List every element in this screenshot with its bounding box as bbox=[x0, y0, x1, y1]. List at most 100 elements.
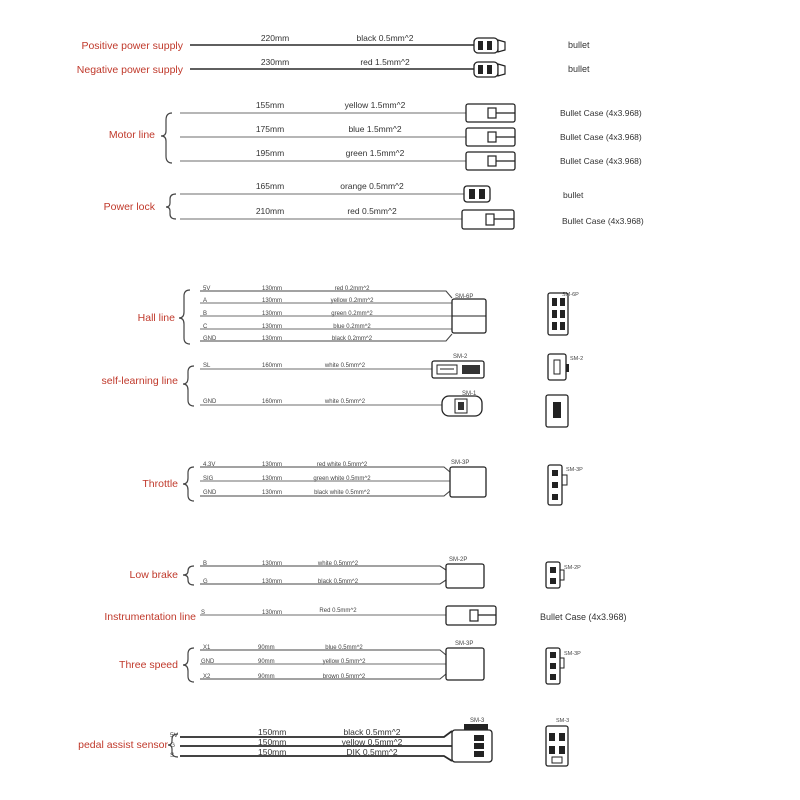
connector-code: SM-3P bbox=[564, 651, 581, 657]
wire-length: 90mm bbox=[258, 645, 275, 651]
connector-code: SM-6P bbox=[562, 292, 579, 298]
connector-code: SM-2 bbox=[453, 354, 468, 360]
wire-length: 130mm bbox=[262, 490, 282, 496]
wire-length: 160mm bbox=[262, 363, 282, 369]
wire-spec: blue 0.2mm^2 bbox=[333, 324, 371, 330]
connector-code: SM-3P bbox=[566, 467, 583, 473]
wire-length: 130mm bbox=[262, 336, 282, 342]
group-positive-power-supply: Positive power supply 220mm black 0.5mm^… bbox=[81, 33, 590, 54]
wire-spec: brown 0.5mm^2 bbox=[323, 674, 366, 680]
group-power-lock: Power lock 165mm orange 0.5mm^2 210mm re… bbox=[104, 181, 644, 230]
connector-label: bullet bbox=[563, 190, 584, 200]
wire-length: 175mm bbox=[256, 124, 284, 134]
wire-length: 130mm bbox=[262, 311, 282, 317]
group-label: Negative power supply bbox=[77, 64, 184, 76]
connector-face-view: SM-2P bbox=[545, 561, 581, 589]
connector-code: SM-2P bbox=[449, 557, 467, 563]
group-label: Throttle bbox=[142, 478, 178, 490]
pin-label: S bbox=[170, 752, 175, 759]
sm-1-socket-connector: SM-1 bbox=[441, 391, 483, 417]
wire-spec: white 0.5mm^2 bbox=[317, 561, 359, 567]
wire-length: 210mm bbox=[256, 206, 284, 216]
bullet-connector bbox=[473, 61, 506, 78]
wire-spec: green 1.5mm^2 bbox=[346, 148, 405, 158]
wire-length: 130mm bbox=[262, 610, 282, 616]
wire-spec: red 0.2mm^2 bbox=[335, 286, 370, 292]
wire-length: 150mm bbox=[258, 747, 286, 757]
sm-2-plug-connector: SM-2 bbox=[431, 354, 485, 379]
wire-spec: white 0.5mm^2 bbox=[324, 399, 366, 405]
connector-label: Bullet Case (4x3.968) bbox=[540, 612, 627, 622]
group-negative-power-supply: Negative power supply 230mm red 1.5mm^2 … bbox=[77, 57, 590, 78]
connector-label: Bullet Case (4x3.968) bbox=[560, 108, 642, 118]
bullet-case-connector bbox=[465, 151, 516, 171]
wire-length: 165mm bbox=[256, 181, 284, 191]
group-label: Power lock bbox=[104, 201, 156, 213]
pin-label: X2 bbox=[203, 674, 211, 680]
wire-spec: yellow 0.5mm^2 bbox=[323, 659, 366, 665]
pin-label: GND bbox=[201, 659, 215, 665]
connector-face-view: SM-3P bbox=[547, 464, 583, 506]
wire-spec: DIK 0.5mm^2 bbox=[346, 747, 397, 757]
connector-face-view bbox=[545, 394, 569, 428]
group-label: Positive power supply bbox=[81, 40, 183, 52]
wire-length: 130mm bbox=[262, 324, 282, 330]
wire-spec: green 0.2mm^2 bbox=[331, 311, 373, 317]
group-three-speed: Three speed X1 90mm blue 0.5mm^2 GND 90m… bbox=[119, 641, 581, 685]
wire-spec: blue 1.5mm^2 bbox=[348, 124, 401, 134]
multi-pin-connector: SM-3 bbox=[451, 718, 493, 763]
wire-length: 130mm bbox=[262, 476, 282, 482]
connector-code: SM-3P bbox=[455, 641, 473, 647]
multi-pin-connector: SM-6P bbox=[451, 294, 487, 334]
group-label: Instrumentation line bbox=[104, 611, 196, 623]
multi-pin-connector: SM-3P bbox=[449, 460, 487, 498]
bullet-case-connector bbox=[465, 127, 516, 147]
pin-label: G bbox=[203, 579, 208, 585]
bullet-case-connector bbox=[461, 209, 515, 230]
group-brace bbox=[165, 193, 177, 220]
group-brace bbox=[167, 733, 179, 758]
pin-label: X1 bbox=[203, 645, 211, 651]
wire-spec: green white 0.5mm^2 bbox=[313, 476, 371, 482]
wire-length: 160mm bbox=[262, 399, 282, 405]
wire-length: 130mm bbox=[262, 462, 282, 468]
connector-face-view: SM-2 bbox=[547, 353, 583, 381]
connector-code: SM-6P bbox=[455, 294, 473, 300]
wire-spec: black white 0.5mm^2 bbox=[314, 490, 371, 496]
group-label: Hall line bbox=[138, 312, 176, 324]
wire-length: 130mm bbox=[262, 286, 282, 292]
wire-spec: white 0.5mm^2 bbox=[324, 363, 366, 369]
group-hall-line: Hall line 5V 130mm red 0.2mm^2 A 130mm y… bbox=[138, 286, 579, 345]
group-brace bbox=[182, 466, 195, 502]
wire-spec: yellow 0.5mm^2 bbox=[342, 737, 403, 747]
wire-length: 195mm bbox=[256, 148, 284, 158]
pin-label: GND bbox=[203, 490, 217, 496]
wire-spec: Red 0.5mm^2 bbox=[319, 608, 357, 614]
wire-length: 220mm bbox=[261, 33, 289, 43]
connector-code: SM-3 bbox=[470, 718, 485, 724]
wire-length: 130mm bbox=[262, 298, 282, 304]
group-label: Three speed bbox=[119, 659, 178, 671]
group-pedal-assist-sensor: pedal assist sensor 5V 150mm black 0.5mm… bbox=[78, 718, 569, 767]
group-self-learning-line: self-learning line SL 160mm white 0.5mm^… bbox=[102, 353, 583, 428]
group-instrumentation-line: Instrumentation line S 130mm Red 0.5mm^2… bbox=[104, 605, 627, 626]
pin-label: 4.3V bbox=[203, 462, 215, 468]
multi-pin-connector: SM-2P bbox=[445, 557, 485, 589]
pin-label: GND bbox=[203, 399, 217, 405]
bullet-connector bbox=[463, 185, 491, 203]
connector-label: Bullet Case (4x3.968) bbox=[562, 216, 644, 226]
connector-label: Bullet Case (4x3.968) bbox=[560, 132, 642, 142]
group-low-brake: Low brake B 130mm white 0.5mm^2 G 130mm … bbox=[130, 557, 581, 589]
group-brace bbox=[182, 365, 195, 407]
wire-length: 130mm bbox=[262, 579, 282, 585]
wire-spec: black 0.5mm^2 bbox=[357, 33, 414, 43]
connector-code: SM-3 bbox=[556, 718, 569, 724]
connector-face-view: SM-6P bbox=[547, 292, 579, 336]
connector-code: SM-2P bbox=[564, 565, 581, 571]
pin-label: G bbox=[170, 742, 175, 749]
wire-spec: yellow 1.5mm^2 bbox=[345, 100, 406, 110]
bullet-connector bbox=[473, 37, 506, 54]
wire-length: 230mm bbox=[261, 57, 289, 67]
